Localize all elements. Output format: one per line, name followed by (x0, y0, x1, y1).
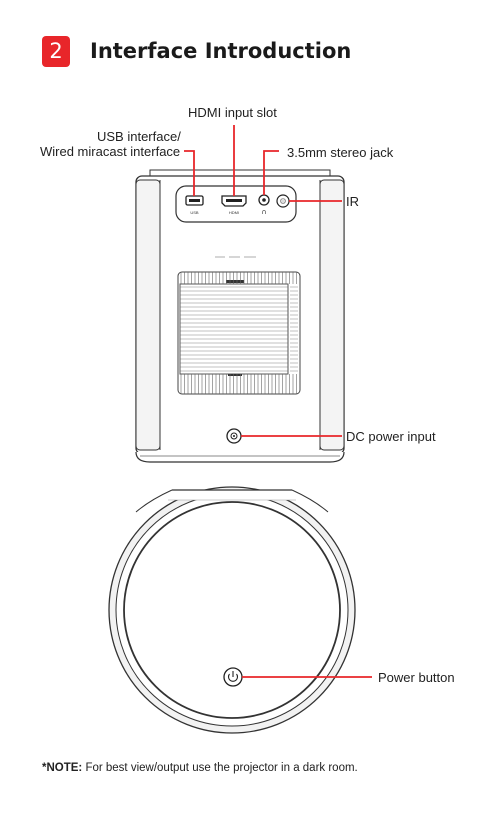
stereo-jack-label: 3.5mm stereo jack (287, 145, 393, 160)
dc-power-jack (227, 429, 241, 443)
dc-power-label: DC power input (346, 429, 436, 444)
note-prefix: *NOTE: (42, 762, 82, 774)
projector-top-view (109, 487, 355, 733)
ir-label: IR (346, 194, 359, 209)
note-text: *NOTE: For best view/output use the proj… (42, 762, 358, 774)
usb-port-mark: USB (190, 210, 199, 215)
power-button-label: Power button (378, 670, 455, 685)
hdmi-label: HDMI input slot (188, 105, 277, 120)
power-button (224, 668, 242, 686)
note-body: For best view/output use the projector i… (82, 762, 358, 774)
projector-rear-view (136, 170, 344, 462)
hdmi-port-mark: HDMI (229, 210, 239, 215)
ir-sensor (277, 195, 289, 207)
usb-label-line2: Wired miracast interface (40, 144, 180, 159)
headphone-icon: ∩ (261, 208, 266, 216)
usb-label-line1: USB interface/ (97, 129, 181, 144)
